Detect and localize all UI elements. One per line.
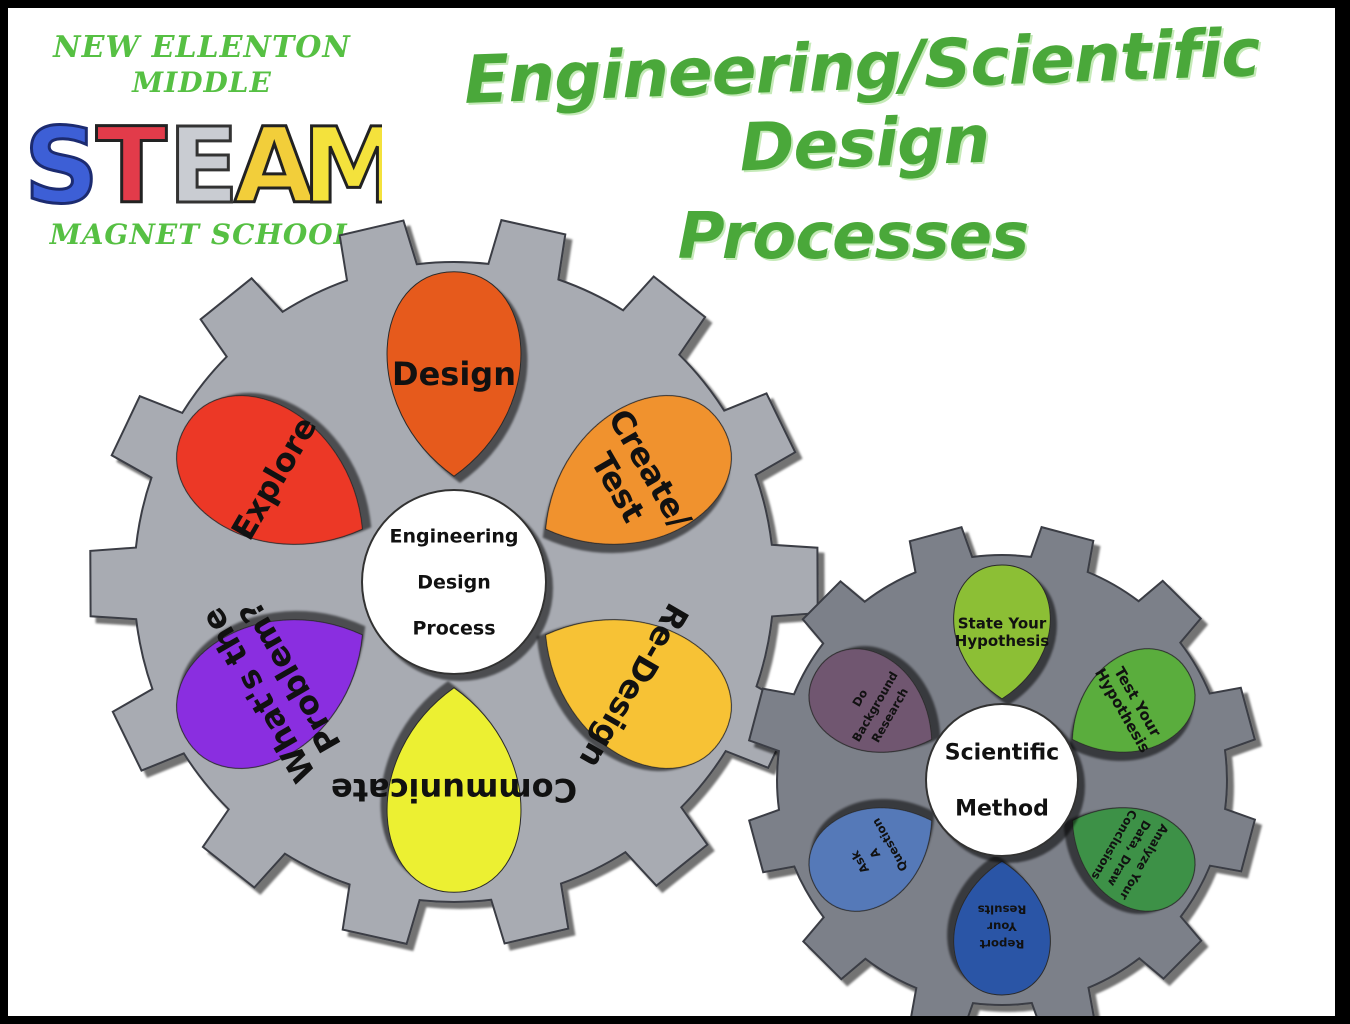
scientific-gear-segment-shape [1071,807,1196,912]
engineering-gear-segment: Re-Design [544,597,732,775]
steam-letter-t: T [96,106,167,218]
steam-letter-s: S [24,106,99,218]
logo-school-type: MAGNET SCHOOL [49,218,355,251]
logo-school-name: NEW ELLENTON [53,30,351,65]
engineering-gear-segment-shape [176,395,364,545]
scientific-gear-segment-label: Results [978,903,1027,917]
gears-diagram: DesignCreate/TestRe-DesignCommunicateWha… [89,218,1257,1016]
engineering-gear-segment-label: Communicate [331,771,577,809]
scientific-gear-segment-label: Hypothesis [955,632,1049,650]
scientific-gear-segment-shape [808,648,933,753]
scientific-gear-segment-label: Report [979,937,1024,951]
steam-letter-e: E [168,106,239,218]
engineering-gear-hub [361,489,547,675]
slide: NEW ELLENTON MIDDLE S T E A M MAGNET SCH… [8,8,1335,1016]
engineering-gear-hub-label: Process [412,618,495,640]
steam-logo-word: S T E A M [23,106,383,218]
engineering-gear-hub-label: Engineering [390,526,519,548]
engineering-gear-segment-label: Design [392,355,516,393]
steam-letter-m: M [302,106,382,218]
logo-school-level: MIDDLE [132,66,272,99]
scientific-gear-segment-shape [808,807,933,912]
title-line-2: Processes [677,200,1030,274]
scientific-gear-hub [925,703,1079,857]
scientific-gear-segment: Report Your Results [953,860,1051,996]
scientific-gear-segment-shape [953,860,1051,996]
engineering-gear-segment: Create/Test [544,395,732,545]
engineering-gear-segment: Design [386,271,522,477]
scientific-gear-segment-shape [953,564,1051,700]
scientific-gear-hub-label: Method [955,797,1049,822]
scientific-gear-segment-label: State Your [958,615,1047,633]
engineering-gear-segment-shape [386,687,522,893]
engineering-gear-segment-shape [544,619,732,769]
engineering-gear-segment-shape [176,619,364,769]
engineering-gear-hub-label: Design [417,572,491,594]
scientific-gear-hub-label: Scientific [945,741,1059,766]
engineering-gear: DesignCreate/TestRe-DesignCommunicateWha… [89,218,819,946]
engineering-gear-segment-shape [544,395,732,545]
scientific-gear-segment-shape [1071,648,1196,753]
engineering-gear-segment: Explore [176,395,364,546]
engineering-gear-segment-shape [386,271,522,477]
steam-letter-a: A [234,106,315,218]
scientific-gear-segment-label: Your [987,920,1018,934]
engineering-gear-segment: Communicate [331,687,577,893]
school-logo: NEW ELLENTON MIDDLE S T E A M MAGNET SCH… [22,26,383,256]
page-title: Engineering/Scientific Design Processes [398,14,1328,274]
